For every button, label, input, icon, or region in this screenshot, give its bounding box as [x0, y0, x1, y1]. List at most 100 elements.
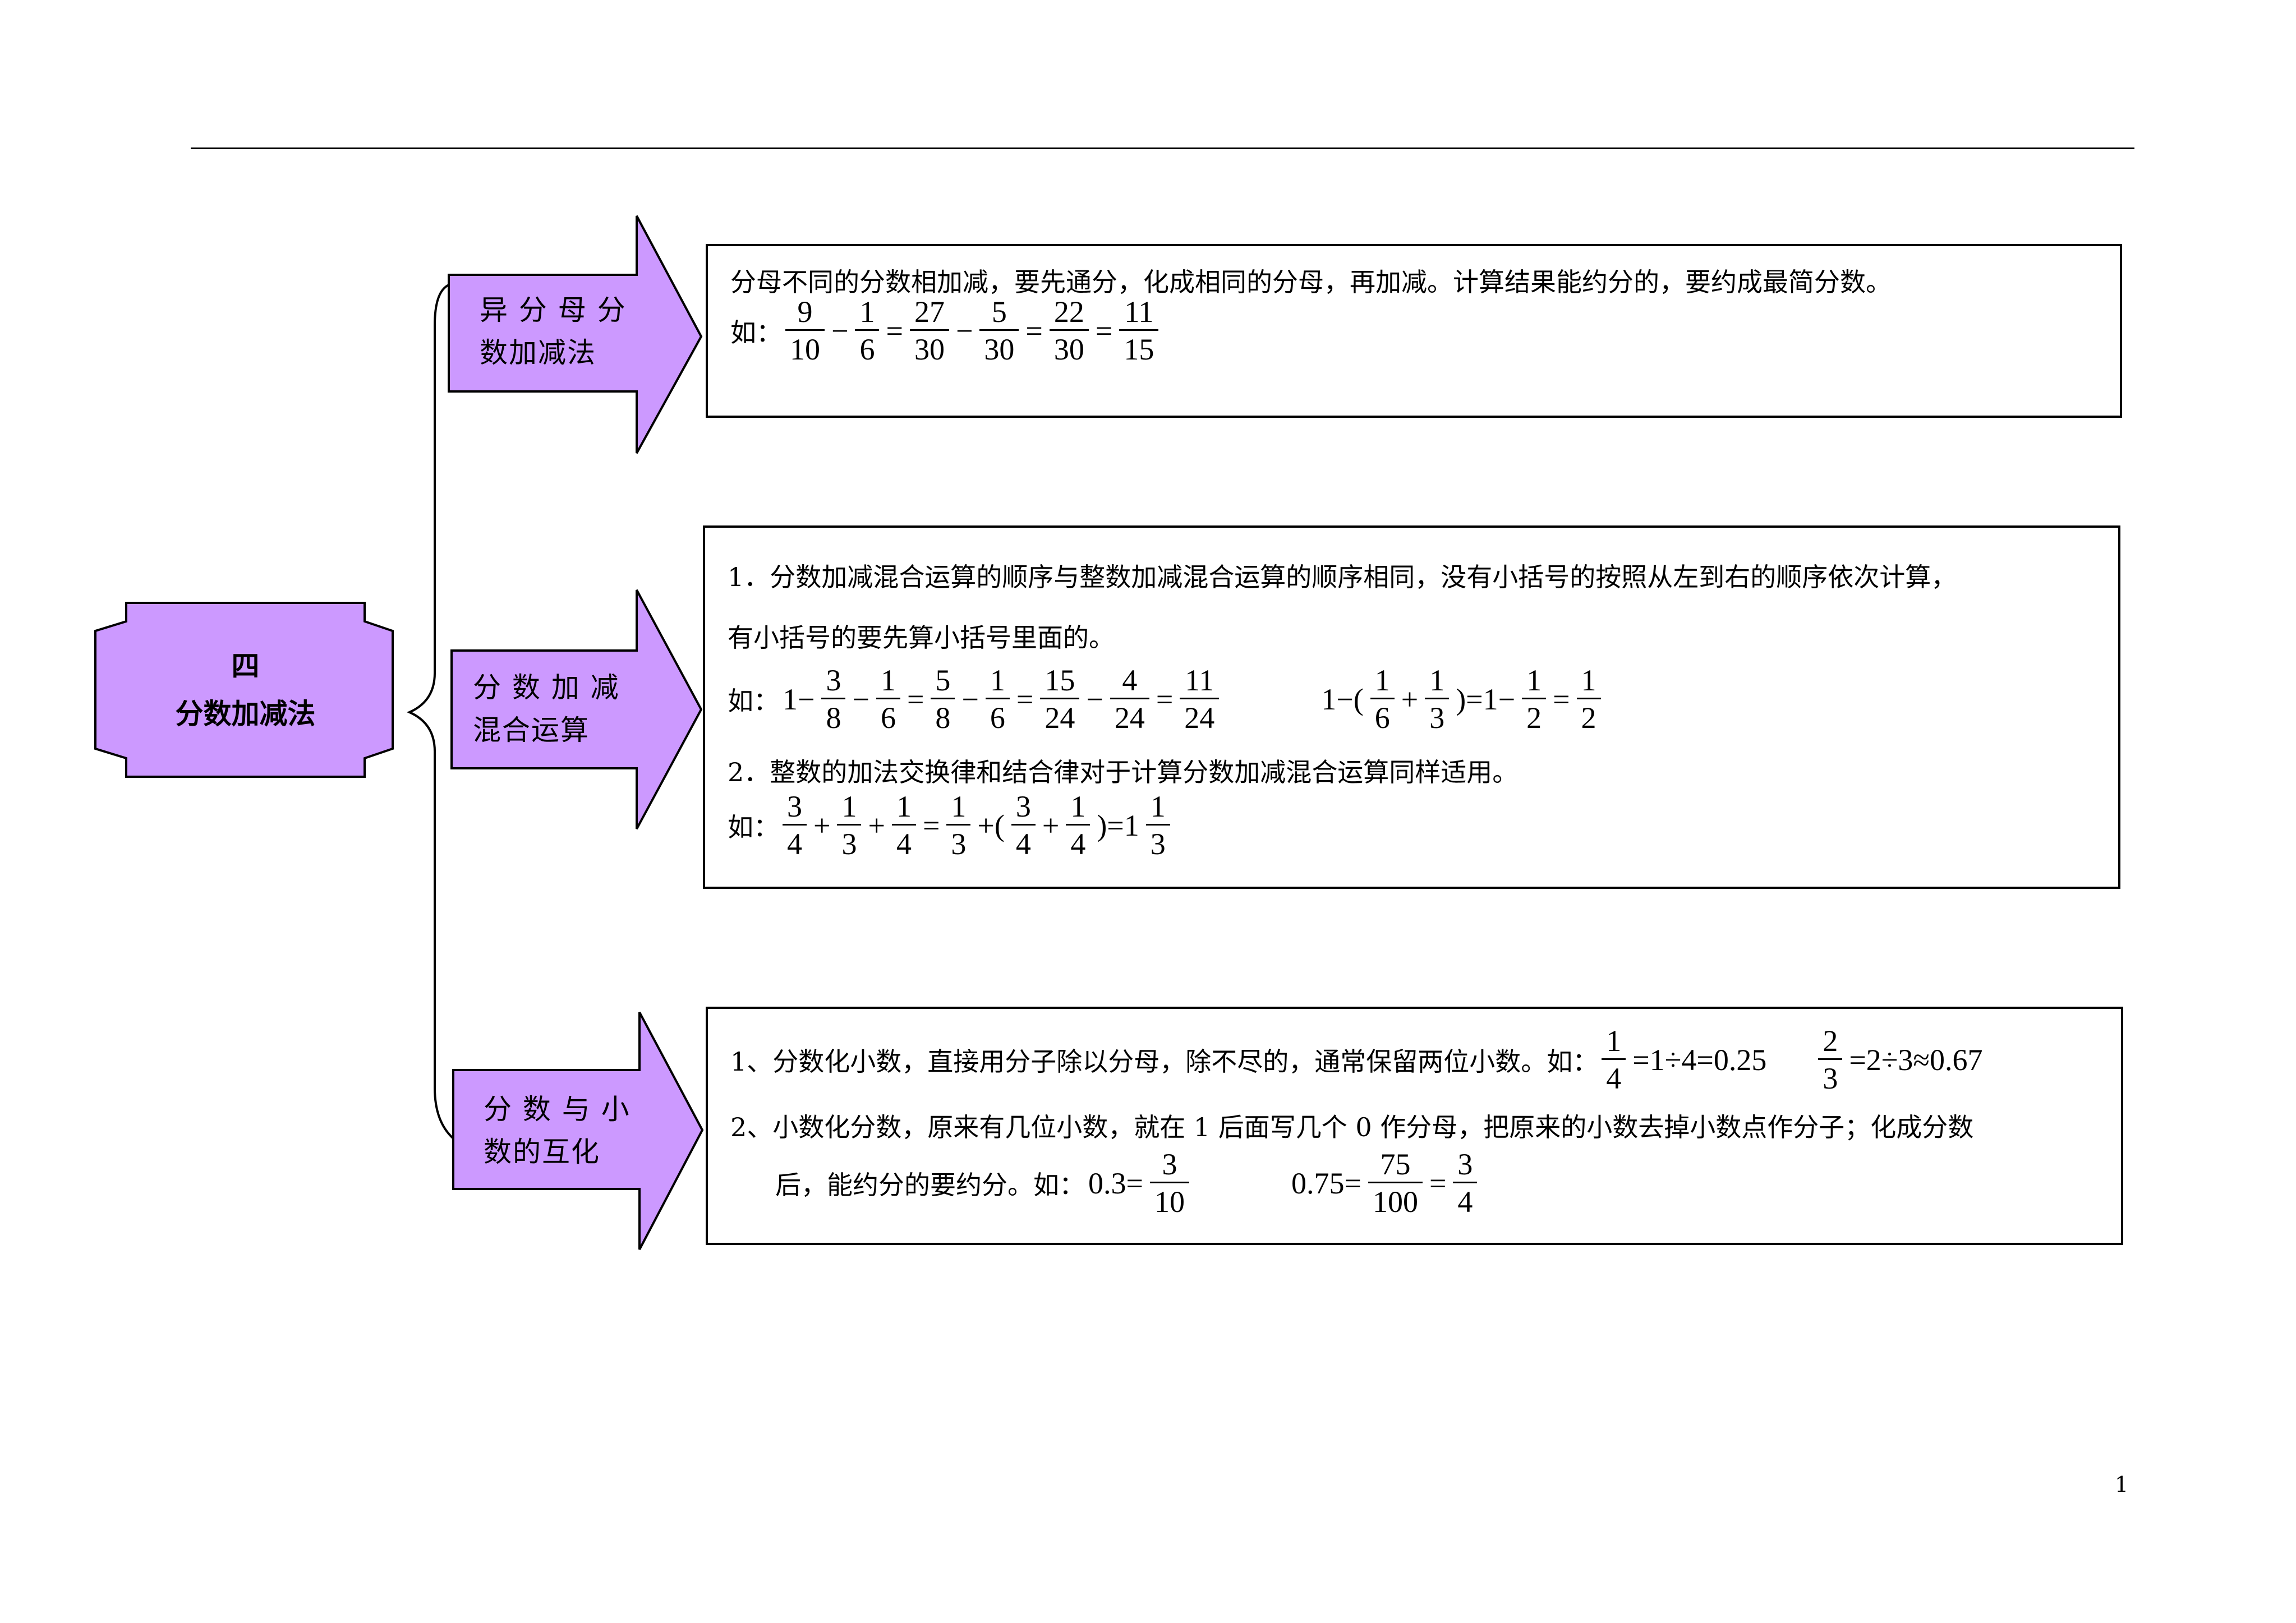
- fraction-numerator: 1: [951, 790, 967, 823]
- branch-arrow-1-shape: [448, 215, 703, 454]
- branch-1-label[interactable]: 异 分 母 分 数加减法: [480, 294, 627, 369]
- fraction-denominator: 4: [1011, 824, 1036, 859]
- math-operator: =: [1429, 1166, 1447, 1200]
- fraction-numerator: 9: [797, 295, 813, 329]
- topic-node[interactable]: 四 分数加减法: [95, 603, 395, 777]
- fraction-denominator: 30: [1049, 329, 1089, 365]
- math-operator: −: [961, 682, 979, 716]
- fraction-denominator: 24: [1180, 698, 1220, 733]
- math-operator: −: [1086, 682, 1103, 716]
- fraction-numerator: 4: [1122, 663, 1138, 697]
- fraction-denominator: 6: [985, 698, 1010, 733]
- math-operator: )=1−: [1456, 682, 1516, 716]
- math-operator: 0.3=: [1088, 1166, 1143, 1200]
- fraction-numerator: 1: [1526, 663, 1542, 697]
- branch-brace: [407, 284, 454, 1140]
- fraction-numerator: 75: [1380, 1147, 1411, 1181]
- fraction-denominator: 2: [1522, 698, 1547, 733]
- fraction-denominator: 30: [909, 329, 949, 365]
- fraction-denominator: 30: [979, 329, 1019, 365]
- fraction-denominator: 6: [855, 329, 880, 365]
- header-rule: [191, 147, 2134, 149]
- fraction-denominator: 4: [1453, 1182, 1478, 1217]
- branch-3-label[interactable]: 分 数 与 小 数的互化: [484, 1093, 631, 1168]
- fraction-numerator: 1: [859, 295, 875, 329]
- math-operator: 1−: [783, 682, 815, 716]
- math-operator: 1−(: [1321, 682, 1364, 716]
- math-operator: =: [1156, 682, 1174, 716]
- math-operator: +(: [977, 808, 1005, 842]
- math-operator: =2÷3≈0.67: [1849, 1043, 1983, 1077]
- branch-1-rule: 分母不同的分数相加减，要先通分，化成相同的分母，再加减。计算结果能约分的，要约成…: [730, 267, 1892, 297]
- math-operator: +: [1042, 808, 1060, 842]
- fraction-denominator: 3: [1425, 698, 1450, 733]
- fraction-denominator: 4: [891, 824, 916, 859]
- fraction-numerator: 1: [1429, 663, 1445, 697]
- topic-node-shape: [94, 602, 394, 778]
- fraction-numerator: 1: [1070, 790, 1086, 823]
- fraction-denominator: 3: [946, 824, 971, 859]
- fraction-denominator: 6: [1370, 698, 1395, 733]
- content-box-1: 分母不同的分数相加减，要先通分，化成相同的分母，再加减。计算结果能约分的，要约成…: [706, 244, 2122, 418]
- branch-2-label[interactable]: 分 数 加 减 混合运算: [473, 671, 620, 746]
- fraction-numerator: 5: [935, 663, 951, 697]
- fraction-numerator: 3: [1162, 1147, 1177, 1181]
- fraction-denominator: 10: [1149, 1182, 1189, 1217]
- fraction-numerator: 1: [880, 663, 896, 697]
- branch-3-rule2-line1: 2、小数化分数，原来有几位小数，就在 1 后面写几个 0 作分母，把原来的小数去…: [730, 1112, 1974, 1142]
- fraction-denominator: 2: [1576, 698, 1601, 733]
- fraction-numerator: 1: [896, 790, 912, 823]
- math-operator: +: [868, 808, 885, 842]
- fraction-numerator: 22: [1053, 295, 1084, 329]
- math-operator: =1÷4=0.25: [1632, 1043, 1767, 1077]
- topic-title: 分数加减法: [175, 697, 316, 730]
- math-operator: =: [886, 313, 903, 348]
- math-operator: −: [831, 313, 849, 348]
- math-operator: −: [852, 682, 869, 716]
- math-operator: =: [1016, 682, 1034, 716]
- fraction-denominator: 3: [1145, 824, 1170, 859]
- content-box-2: 1．分数加减混合运算的顺序与整数加减混合运算的顺序相同，没有小括号的按照从左到右…: [703, 525, 2120, 889]
- fraction-numerator: 1: [1374, 663, 1390, 697]
- branch-arrow-2-shape: [450, 589, 703, 829]
- fraction-numerator: 3: [787, 790, 802, 823]
- fraction-denominator: 15: [1119, 329, 1159, 365]
- fraction-denominator: 100: [1368, 1182, 1423, 1217]
- fraction-denominator: 4: [783, 824, 807, 859]
- fraction-denominator: 3: [1818, 1058, 1843, 1094]
- fraction-numerator: 2: [1823, 1024, 1838, 1058]
- fraction-numerator: 1: [1150, 790, 1166, 823]
- fraction-denominator: 8: [931, 698, 955, 733]
